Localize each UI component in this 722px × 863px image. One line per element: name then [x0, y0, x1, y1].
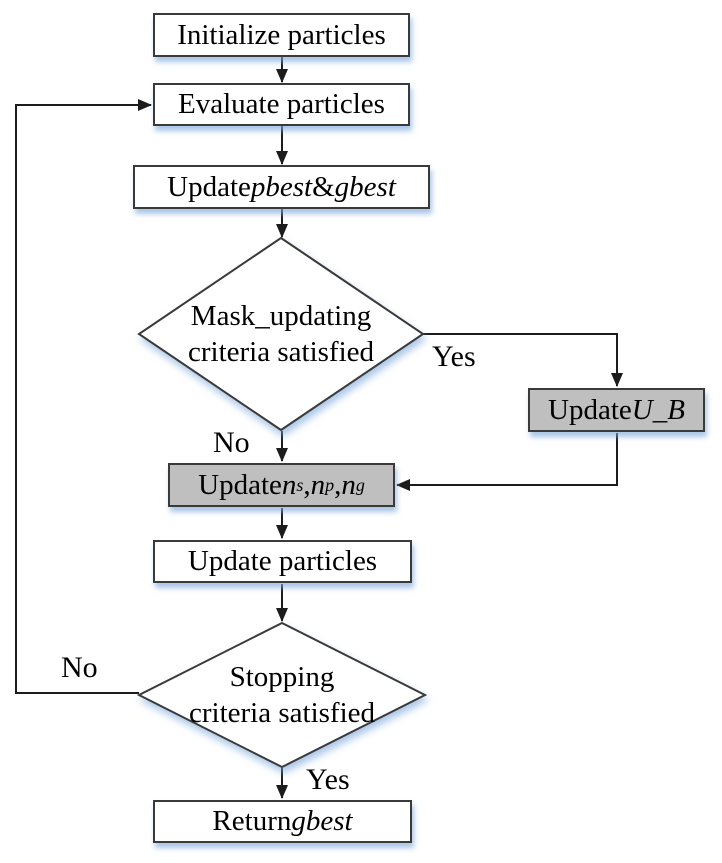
return-prefix: Return: [212, 805, 292, 837]
node-update-particles: Update particles: [153, 540, 412, 583]
comma-1: ,: [303, 468, 311, 501]
update-ub-prefix: Update: [548, 393, 632, 426]
comma-2: ,: [334, 468, 342, 501]
ng-var: n: [341, 468, 356, 501]
ng-sub: g: [355, 475, 365, 495]
np-sub: p: [325, 475, 335, 495]
mask-decision-text: Mask_updating criteria satisfied: [139, 238, 423, 430]
mask-decision-line2: criteria satisfied: [188, 336, 374, 368]
node-update-ub: Update U_B: [528, 388, 705, 432]
update-n-prefix: Update: [198, 468, 282, 501]
node-evaluate-particles: Evaluate particles: [153, 83, 410, 126]
node-update-pbest-gbest: Update pbest & gbest: [133, 165, 430, 209]
edge-updateub-to-updaten: [396, 433, 618, 491]
ns-sub: s: [296, 475, 304, 495]
stop-decision-text: Stopping criteria satisfied: [139, 623, 425, 767]
ub-var: U_B: [631, 393, 685, 426]
stop-decision-line2: criteria satisfied: [189, 697, 375, 729]
ampersand: &: [312, 170, 335, 203]
diamond-mask-updating-decision: [137, 236, 425, 432]
pbest-var: pbest: [250, 170, 313, 203]
ns-var: n: [281, 468, 297, 501]
label-mask-yes: Yes: [432, 340, 476, 373]
label-stop-yes: Yes: [306, 763, 350, 796]
node-return-gbest: Return gbest: [153, 800, 412, 843]
gbest-var: gbest: [334, 170, 396, 203]
mask-decision-line1: Mask_updating: [190, 300, 372, 332]
np-var: n: [310, 468, 326, 501]
node-initialize-particles: Initialize particles: [153, 13, 410, 57]
label-mask-no: No: [213, 426, 250, 459]
stop-decision-line1: Stopping: [229, 661, 335, 693]
edge-mask-yes-to-updateub: [423, 333, 623, 387]
label-stop-no: No: [61, 651, 98, 684]
diamond-stopping-decision: [136, 621, 428, 769]
edge-stop-no-loop-to-evaluate: [15, 99, 152, 694]
return-gbest-var: gbest: [291, 805, 353, 837]
update-best-prefix: Update: [167, 170, 251, 203]
